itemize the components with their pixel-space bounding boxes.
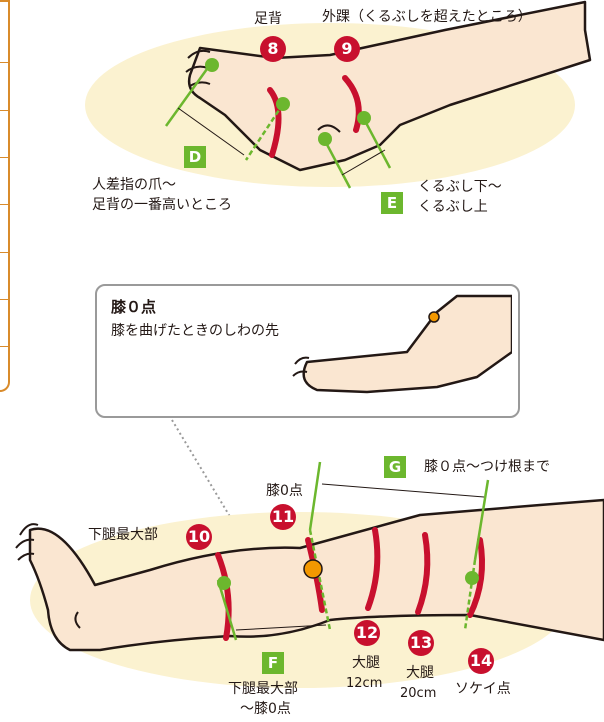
sub-p13: 20cm xyxy=(400,686,437,701)
badge-p14: 14 xyxy=(468,648,494,674)
segment-f-line1: 下腿最大部 xyxy=(228,681,298,697)
line-e-end xyxy=(362,118,392,169)
badge-p11: 11 xyxy=(270,504,296,530)
segment-d-line1: 人差指の爪〜 xyxy=(92,177,176,193)
arrow-g xyxy=(321,483,485,498)
label-p8: 足背 xyxy=(254,11,282,27)
dot-ankle-low xyxy=(318,132,332,146)
knee-zero-callout: 膝０点 膝を曲げたときのしわの先 xyxy=(95,284,520,418)
ring-13 xyxy=(415,532,431,615)
segment-d-line2: 足背の一番高いところ xyxy=(92,197,232,213)
badge-p13: 13 xyxy=(408,630,434,656)
segment-g-badge: G xyxy=(384,456,406,478)
ring-8 xyxy=(267,87,282,158)
arrow-d xyxy=(177,107,245,156)
badge-p10: 10 xyxy=(186,524,212,550)
ankle-bone-line xyxy=(317,124,341,133)
badge-p9: 9 xyxy=(334,36,360,62)
label-p12: 大腿 xyxy=(352,655,380,671)
ring-12 xyxy=(365,527,381,611)
ring-10 xyxy=(215,552,232,641)
dot-instep xyxy=(276,97,290,111)
label-p10: 下腿最大部 xyxy=(88,527,158,543)
callout-pointer xyxy=(171,419,236,526)
arrow-f xyxy=(235,624,327,631)
callout-text: 膝を曲げたときのしわの先 xyxy=(111,323,279,339)
label-p11: 膝0点 xyxy=(266,483,303,499)
line-g-end xyxy=(473,479,490,561)
ring-14 xyxy=(467,537,485,618)
segment-d-badge: D xyxy=(184,146,206,168)
foot-illustration xyxy=(187,0,592,172)
label-p13: 大腿 xyxy=(406,665,434,681)
badge-p12: 12 xyxy=(354,620,380,646)
segment-e-line1: くるぶし下〜 xyxy=(418,179,502,195)
segment-f-badge: F xyxy=(262,652,284,674)
arrow-e xyxy=(341,149,386,176)
ring-9 xyxy=(342,75,362,133)
line-d-start xyxy=(164,61,214,127)
segment-e-badge: E xyxy=(381,192,403,214)
sub-p12: 12cm xyxy=(346,676,383,691)
line-f-start xyxy=(216,579,238,641)
segment-e-line2: くるぶし上 xyxy=(418,199,488,215)
dot-ankle-high xyxy=(357,111,371,125)
line-g-start xyxy=(308,461,322,531)
dot-toe xyxy=(205,58,219,72)
knee-zero-point xyxy=(303,559,323,579)
badge-p8: 8 xyxy=(260,36,286,62)
bent-leg-illustration xyxy=(292,294,512,394)
line-d-end xyxy=(244,103,285,161)
segment-f-line2: 〜膝0点 xyxy=(240,701,291,717)
segment-g-label: 膝０点〜つけ根まで xyxy=(424,459,550,475)
callout-title: 膝０点 xyxy=(111,298,157,316)
dot-groin xyxy=(465,571,479,585)
label-p9: 外踝（くるぶしを超えたところ） xyxy=(322,9,532,25)
dot-calf xyxy=(217,576,231,590)
label-p14: ソケイ点 xyxy=(455,681,511,697)
